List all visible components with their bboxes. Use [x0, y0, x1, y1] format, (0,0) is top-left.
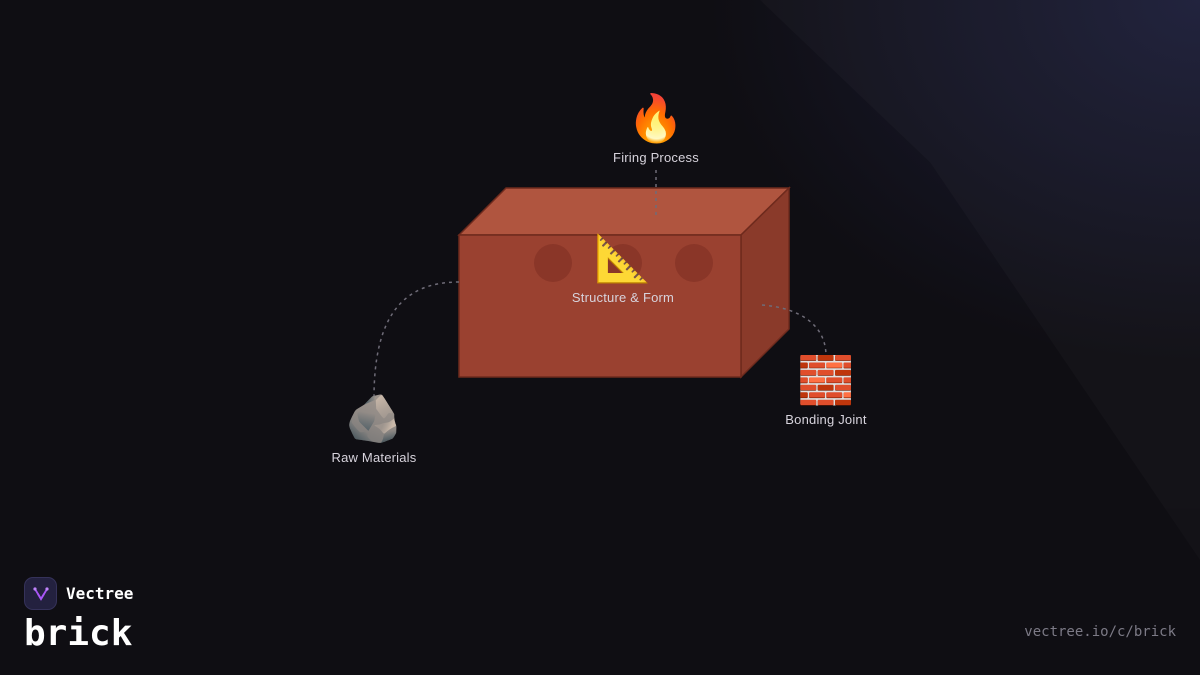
node-raw-materials[interactable]: 🪨 Raw Materials: [274, 390, 474, 465]
brick-hole: [604, 244, 642, 282]
brand-name[interactable]: Vectree: [66, 584, 134, 603]
brick-top-face: [457, 187, 791, 236]
node-label: Structure & Form: [571, 290, 675, 305]
brick-shape: [457, 186, 791, 379]
page-title: brick: [24, 613, 133, 654]
node-label: Raw Materials: [331, 450, 417, 465]
rock-icon: 🪨: [345, 392, 403, 444]
node-label: Firing Process: [613, 150, 699, 165]
brand-row: Vectree: [24, 577, 133, 610]
brick-wall-icon: 🧱: [797, 354, 855, 406]
node-bonding-joint[interactable]: 🧱 Bonding Joint: [726, 352, 926, 427]
vectree-logo-icon[interactable]: [24, 577, 57, 610]
connector-bonding: [761, 304, 827, 357]
node-label: Bonding Joint: [785, 412, 867, 427]
node-structure-form[interactable]: 📐 Structure & Form: [523, 230, 723, 305]
brick-hole: [675, 244, 713, 282]
triangular-ruler-icon: 📐: [594, 232, 652, 284]
node-firing-process[interactable]: 🔥 Firing Process: [556, 90, 756, 165]
page-url[interactable]: vectree.io/c/brick: [1024, 624, 1176, 640]
fire-icon: 🔥: [627, 92, 685, 144]
brand-block: Vectree brick: [24, 577, 133, 654]
connector-raw: [373, 281, 460, 399]
brick-hole: [534, 244, 572, 282]
